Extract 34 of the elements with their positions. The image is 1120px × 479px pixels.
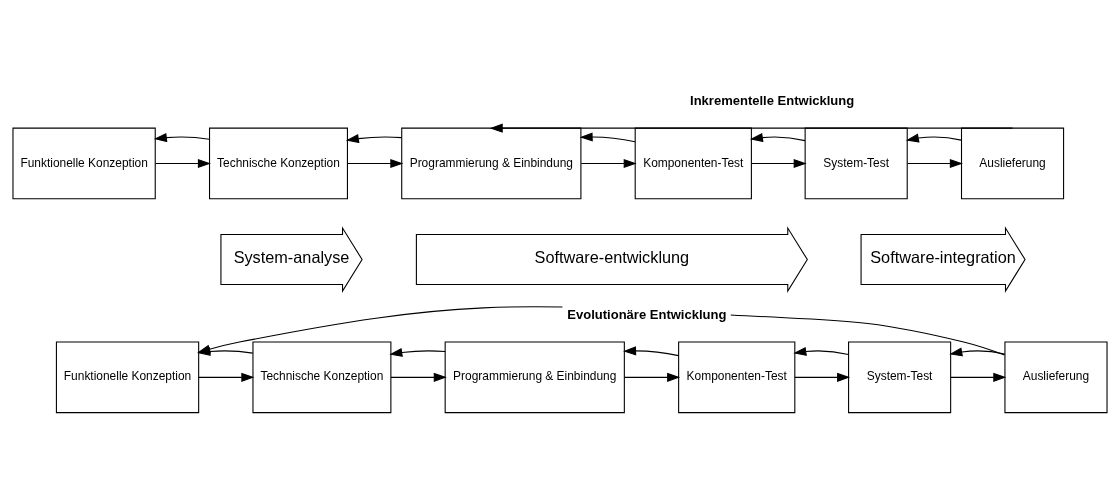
node-box: Technische Konzeption: [252, 341, 392, 413]
arrow: [154, 158, 211, 168]
arrow: [949, 346, 1006, 356]
arrow: [579, 131, 636, 142]
node-box: System-Test: [848, 341, 952, 413]
node-box: Auslieferung: [1004, 341, 1108, 413]
node-box: Auslieferung: [960, 127, 1065, 199]
node-box: Programmierung & Einbindung: [444, 341, 625, 413]
node-box: Komponenten-Test: [678, 341, 796, 413]
arrow: [749, 132, 806, 142]
arrow: [346, 158, 404, 168]
arrow: [794, 372, 851, 382]
arrow: [750, 158, 807, 168]
node-box: Technische Konzeption: [209, 127, 348, 199]
arrow: [389, 347, 446, 357]
arrow: [580, 158, 637, 168]
arrow: [198, 372, 255, 382]
node-box: System-Test: [804, 127, 908, 199]
edge-label: Evolutionäre Entwicklung: [567, 306, 727, 322]
arrow: [905, 133, 962, 142]
arrow: [153, 132, 210, 142]
node-box: Programmierung & Einbindung: [401, 127, 582, 199]
arrow: [793, 346, 850, 356]
arrow: [950, 372, 1007, 382]
arrow: [489, 123, 1014, 133]
node-box: Funktionelle Konzeption: [12, 127, 156, 199]
arrow: [624, 372, 681, 382]
arrow: [345, 133, 403, 143]
node-box: Funktionelle Konzeption: [55, 341, 200, 413]
arrow: [906, 158, 963, 168]
node-box: Komponenten-Test: [634, 127, 752, 199]
arrow: [623, 345, 680, 356]
arrow: [390, 372, 447, 382]
edge-label: Inkrementelle Entwicklung: [690, 92, 855, 108]
